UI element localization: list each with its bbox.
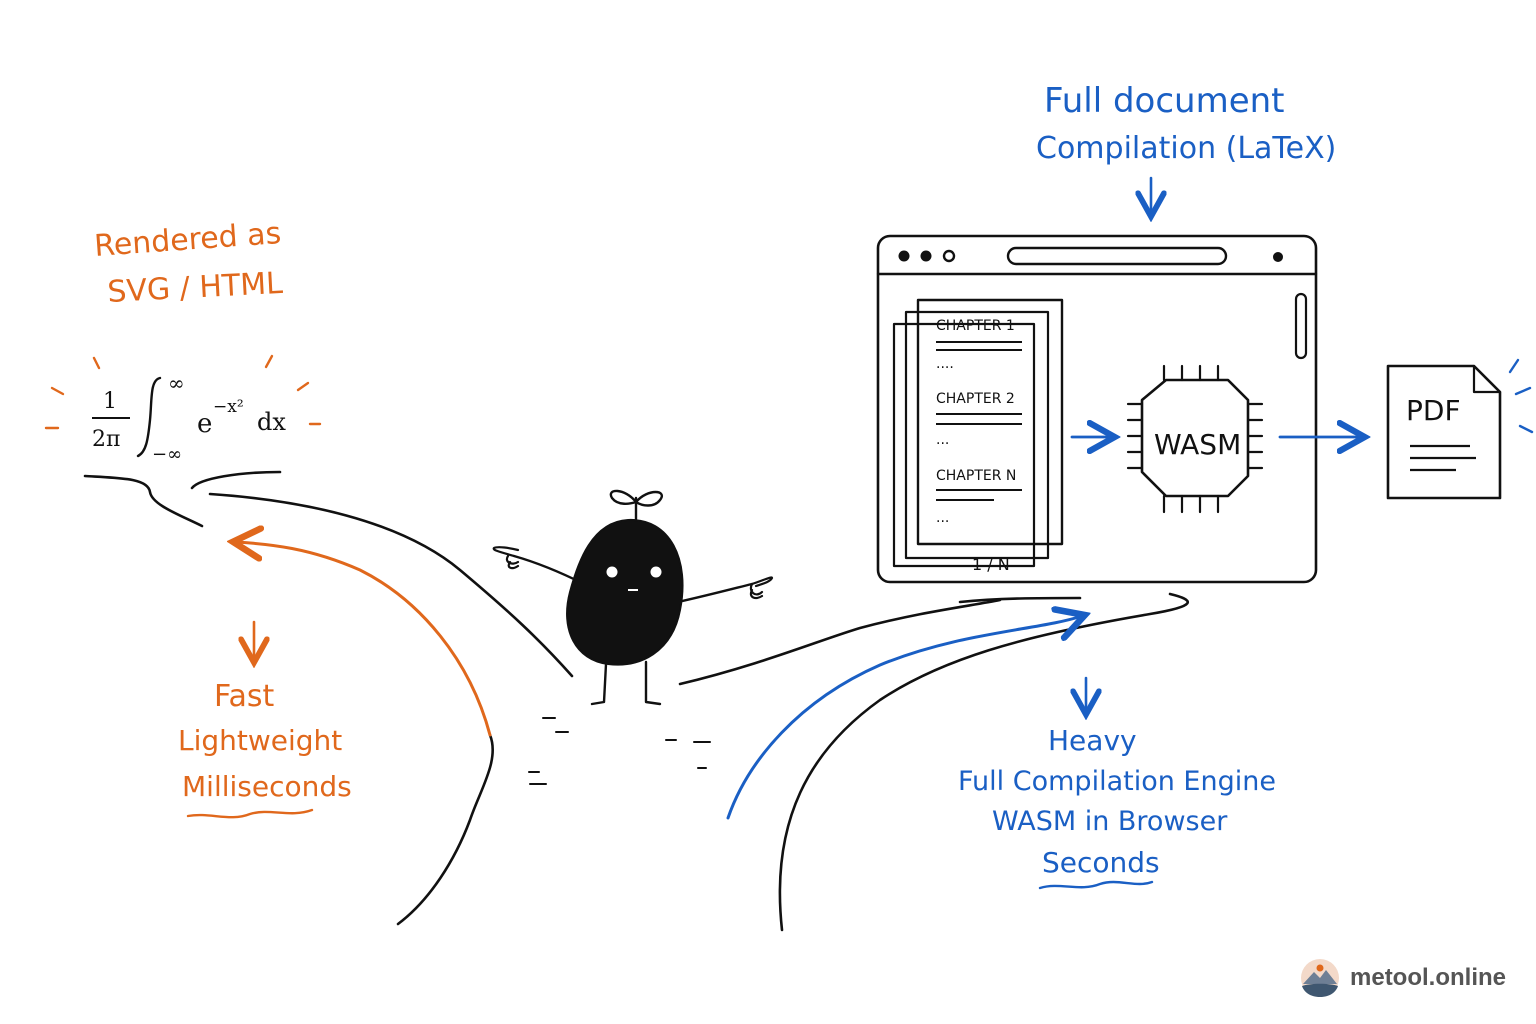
chip-body — [1140, 378, 1250, 498]
chip-pins — [1126, 364, 1264, 514]
road-dashes — [528, 717, 711, 785]
right-caption-line1: Full document — [1044, 81, 1285, 121]
character-left-eye — [606, 566, 618, 578]
sparkle-lines — [44, 354, 322, 430]
chapter-2-ellipsis: ... — [936, 432, 949, 448]
character-right-eye — [650, 566, 662, 578]
browser-window: CHAPTER 1 .... CHAPTER 2 ... CHAPTER N .… — [876, 234, 1362, 584]
chapter-n-ellipsis: ... — [936, 510, 949, 526]
right-arm — [676, 582, 754, 604]
pdf-document: PDF — [1386, 358, 1534, 500]
character-right-leg — [644, 660, 662, 706]
pager-label: 1 / N — [972, 555, 1010, 574]
heavy-path-arrow — [726, 616, 1082, 820]
right-trait-2: Full Compilation Engine — [958, 766, 1276, 797]
fast-path-arrow — [236, 542, 492, 737]
mountain-sunset-logo-icon — [1301, 959, 1339, 997]
chapter-1-ellipsis: .... — [936, 356, 954, 372]
right-caption: Full document Compilation (LaTeX) — [1036, 81, 1336, 166]
left-caption: Rendered as SVG / HTML — [93, 216, 284, 310]
formula-differential: dx — [257, 408, 286, 436]
pdf-sparkles — [1508, 358, 1534, 434]
page-stack-middle — [904, 310, 1050, 560]
left-traits: Fast Lightweight Milliseconds — [178, 679, 352, 819]
left-caption-line1: Rendered as — [93, 216, 282, 264]
right-caption-line2: Compilation (LaTeX) — [1036, 131, 1336, 166]
right-trait-1: Heavy — [1048, 724, 1137, 757]
window-dot-close-icon — [898, 250, 910, 262]
browser-scrollbar — [1294, 292, 1308, 360]
wasm-chip: WASM — [1126, 364, 1264, 514]
window-dot-minimize-icon — [920, 250, 932, 262]
window-dot-maximize-icon — [942, 249, 956, 263]
left-trait-1: Fast — [214, 679, 275, 714]
address-bar — [1006, 246, 1228, 266]
page-stack-back — [892, 322, 1036, 568]
left-trait-underline — [186, 808, 314, 819]
right-trait-3: WASM in Browser — [992, 806, 1228, 837]
brand-watermark: metool.online — [1300, 958, 1506, 998]
character-left-leg — [590, 662, 608, 706]
right-trait-4: Seconds — [1042, 846, 1160, 879]
pdf-page-fold — [1472, 364, 1502, 394]
left-trait-3: Milliseconds — [182, 770, 352, 803]
chapter-n-label: CHAPTER N — [936, 468, 1016, 484]
formula-numerator: 1 — [103, 389, 117, 414]
pdf-page — [1386, 364, 1502, 500]
page-stack-front — [916, 298, 1064, 546]
sprout-leaf-left — [609, 489, 638, 505]
left-pointing-hand — [492, 546, 520, 570]
formula-lower-limit: −∞ — [152, 444, 182, 465]
formula-upper-limit: ∞ — [168, 371, 185, 395]
sprout-leaf-right — [634, 490, 663, 507]
chapter-list: CHAPTER 1 .... CHAPTER 2 ... CHAPTER N .… — [936, 318, 1022, 526]
integral-sign — [136, 376, 162, 458]
right-trait-underline — [1038, 880, 1154, 890]
pdf-label: PDF — [1406, 394, 1461, 427]
character-body — [566, 518, 684, 666]
formula-exponent: −x² — [213, 397, 244, 417]
right-pointing-hand — [749, 576, 774, 600]
brand-name: metool.online — [1350, 964, 1506, 991]
chapter-1-label: CHAPTER 1 — [936, 318, 1015, 334]
menu-dot-icon — [1273, 252, 1283, 262]
left-caption-line2: SVG / HTML — [107, 266, 284, 310]
formula-denominator: 2π — [92, 427, 120, 452]
chapter-2-label: CHAPTER 2 — [936, 391, 1015, 407]
left-trait-2: Lightweight — [178, 724, 342, 757]
wasm-label: WASM — [1154, 428, 1241, 461]
browser-frame — [876, 234, 1318, 584]
formula-base: e — [197, 409, 212, 439]
gaussian-integral-formula: 1 2π ∞ −∞ e −x² dx — [92, 371, 286, 465]
right-traits: Heavy Full Compilation Engine WASM in Br… — [958, 724, 1276, 890]
seed-character — [492, 489, 774, 706]
road-lines — [83, 470, 1189, 932]
